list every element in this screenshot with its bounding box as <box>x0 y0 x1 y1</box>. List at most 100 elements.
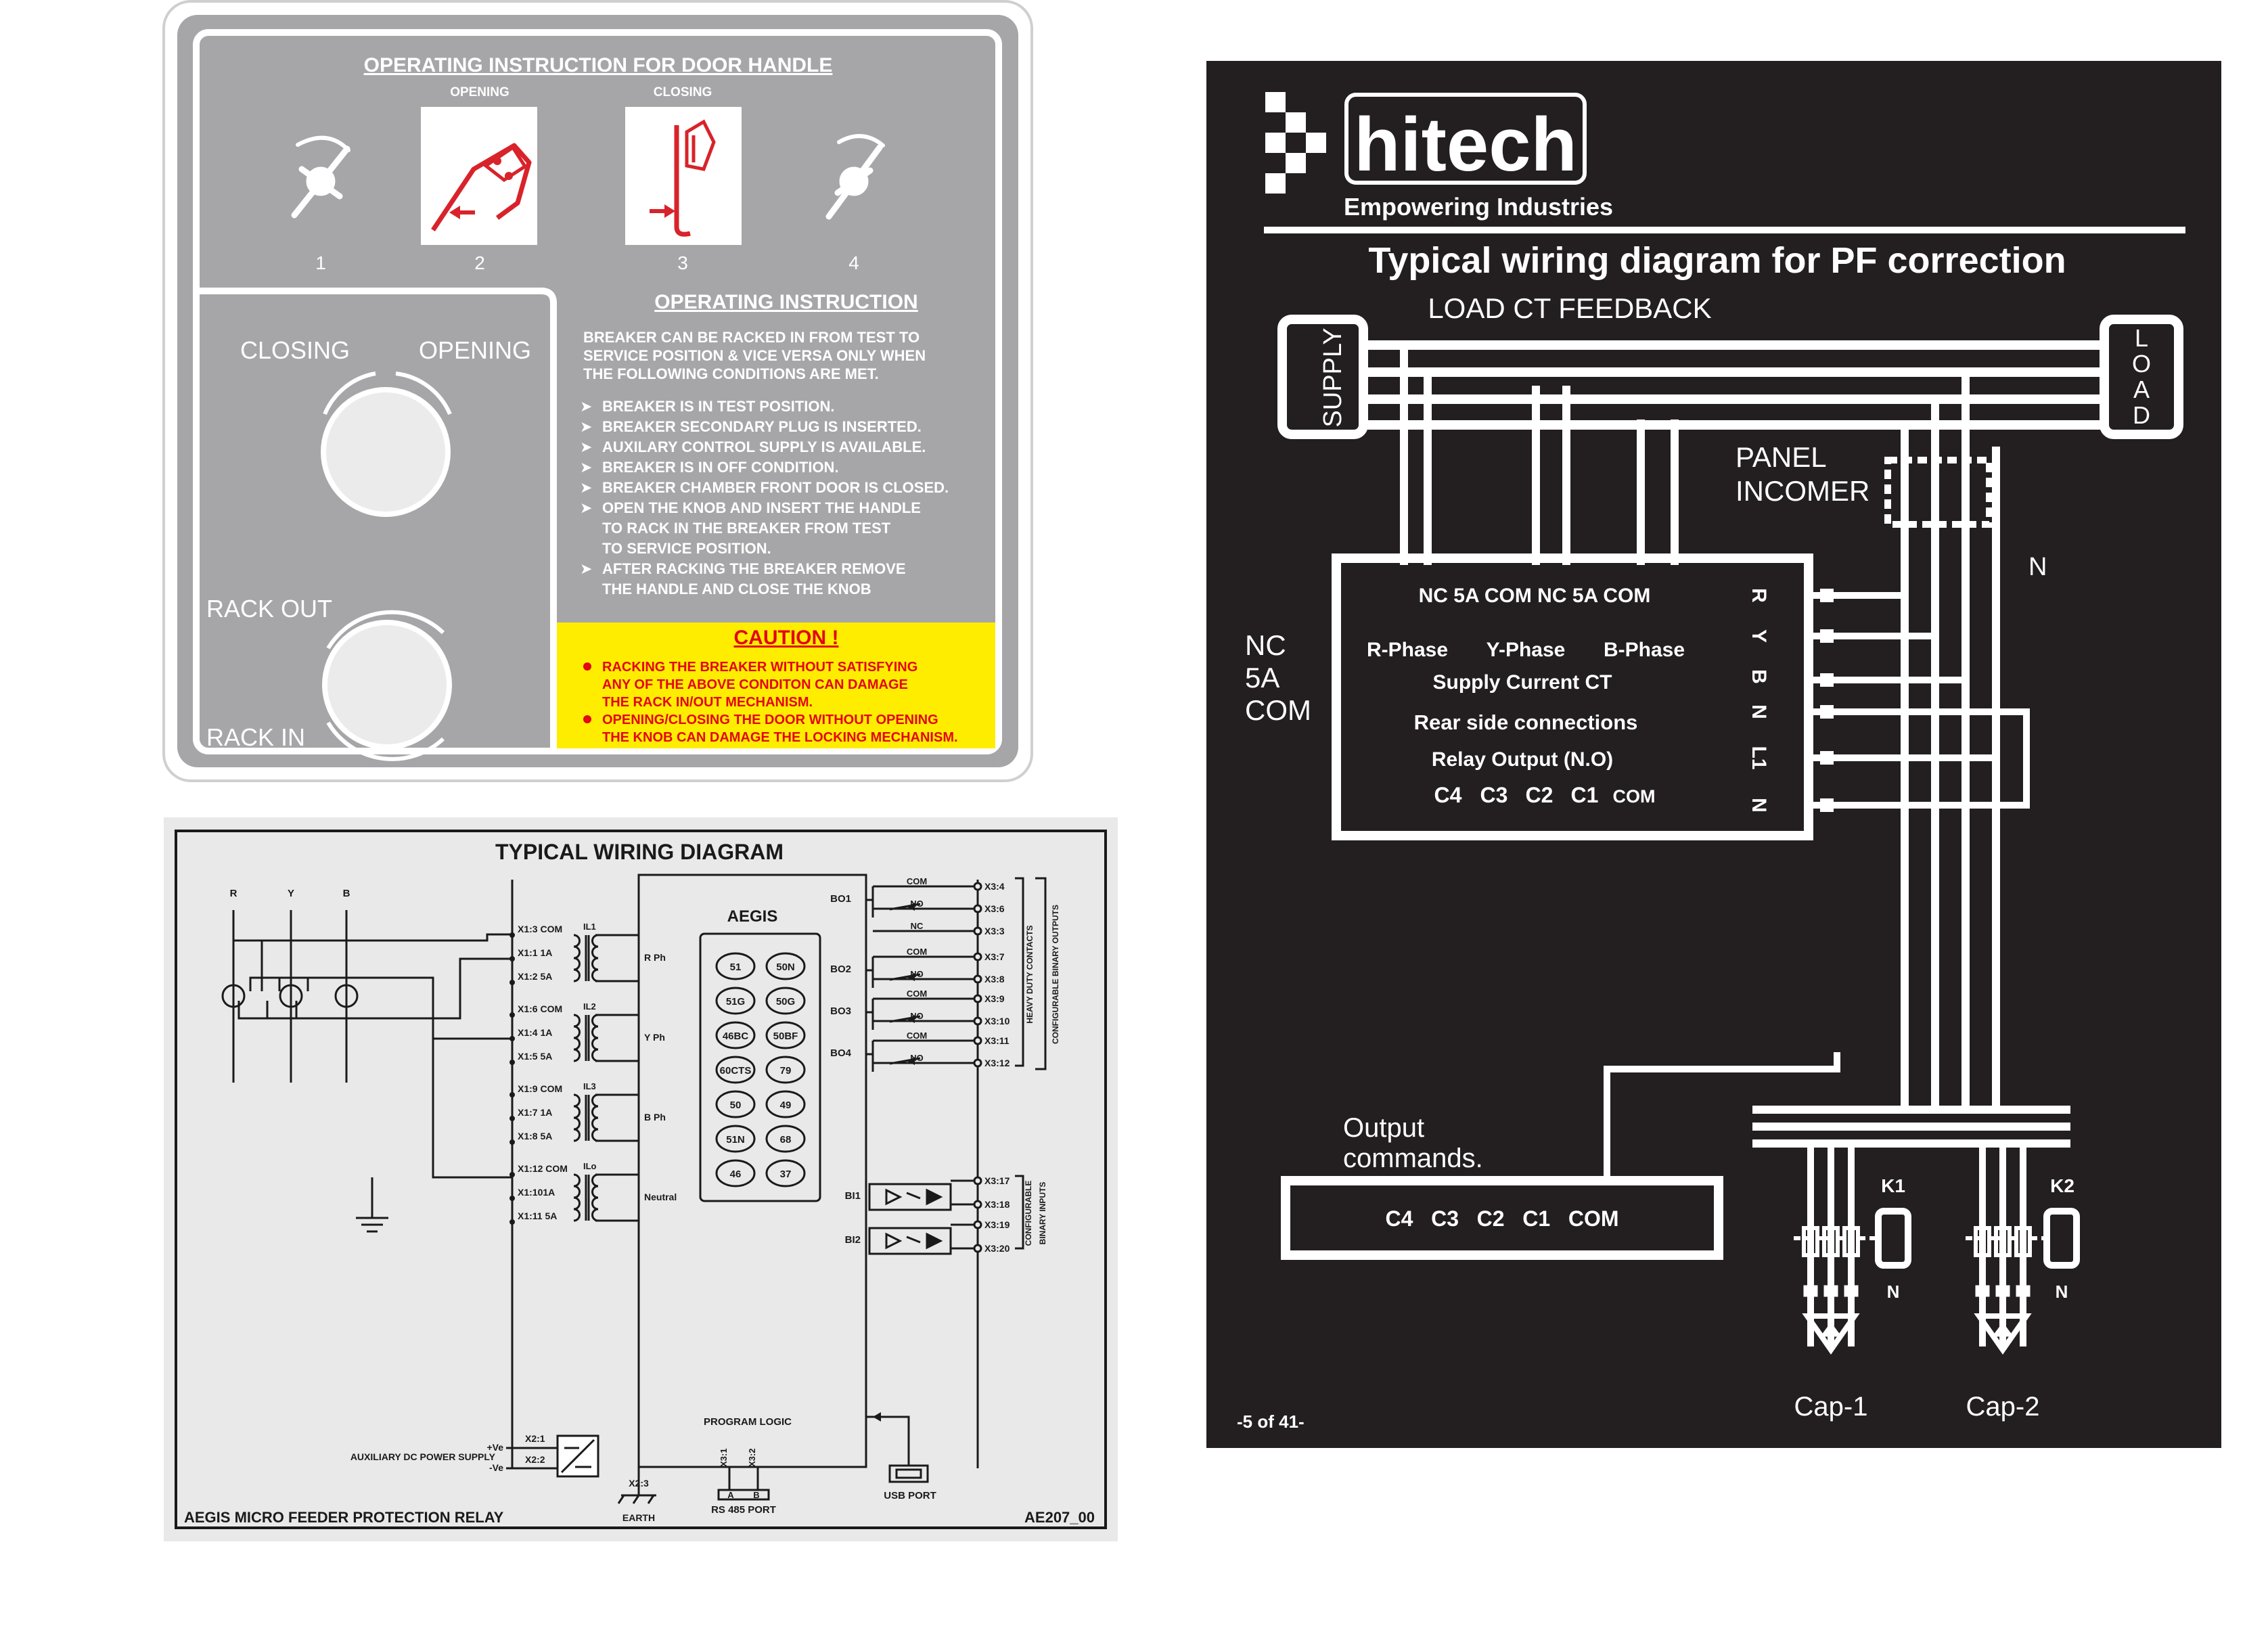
output-name: BO2 <box>830 964 851 975</box>
input-terminal: X3:20 <box>984 1243 1010 1254</box>
ct-wiring <box>232 933 512 1233</box>
y-phase: Y-Phase <box>1487 639 1566 661</box>
condition-line: TO RACK IN THE BREAKER FROM TEST <box>602 520 891 537</box>
neutral-label: N <box>2028 553 2047 581</box>
step-number: 1 <box>315 252 326 273</box>
optocoupler-icon <box>868 1183 952 1211</box>
rear-side-label: Rear side connections <box>1414 710 1638 734</box>
relay-terminal: C3 <box>1480 783 1508 807</box>
x2-1-label: X2:1 <box>525 1433 545 1444</box>
output-commands-line2: commands. <box>1343 1144 1483 1173</box>
instruction-intro: BREAKER CAN BE RACKED IN FROM TEST TOSER… <box>583 329 926 382</box>
supply-terminal: L1 <box>1748 746 1770 769</box>
function-badge <box>765 1056 806 1084</box>
relay-output-label: Relay Output (N.O) <box>1432 748 1613 771</box>
hitech-brand: hitech <box>1354 102 1577 187</box>
intro-line: SERVICE POSITION & VICE VERSA ONLY WHEN <box>583 347 926 364</box>
program-logic-label: PROGRAM LOGIC <box>704 1416 792 1428</box>
caution-title: CAUTION ! <box>734 627 839 649</box>
supply-terminal: R <box>1748 588 1770 603</box>
input-note-binary: BINARY INPUTS <box>1038 1182 1047 1245</box>
supply-terminal: N <box>1748 704 1770 719</box>
neutral-label: N <box>1887 1282 1900 1302</box>
ct-coil-icon <box>573 1014 639 1062</box>
aegis-footer-right: AE207_00 <box>1024 1509 1095 1526</box>
condition-bullet-icon: ➤ <box>580 418 592 435</box>
ct-terminal: X1:3 COM <box>518 924 562 934</box>
supply-ct-wiring <box>1400 345 1679 565</box>
terminal-connector-icon <box>1820 589 1834 602</box>
input-terminal: X3:17 <box>984 1175 1010 1186</box>
x2-3-label: X2:3 <box>629 1478 649 1489</box>
instruction-title: OPERATING INSTRUCTION <box>654 291 917 313</box>
function-badge <box>715 1021 756 1049</box>
step-opening-label: OPENING <box>450 85 509 99</box>
phase-label: B <box>343 888 350 899</box>
aux-power-supply <box>506 1434 599 1478</box>
pin-a: A <box>727 1490 734 1500</box>
panel-label: PANEL <box>1736 441 1827 473</box>
aegis-footer-left: AEGIS MICRO FEEDER PROTECTION RELAY <box>184 1509 504 1526</box>
terminal-dot <box>973 952 982 961</box>
function-code: 51N <box>726 1134 745 1146</box>
terminal-dot <box>509 1139 515 1145</box>
ct-terminal: X1:5 5A <box>518 1051 552 1062</box>
rack-in-out-knob-icon <box>322 610 452 761</box>
ct-name: IL3 <box>583 1081 596 1091</box>
instruction-conditions: ➤BREAKER IS IN TEST POSITION.➤BREAKER SE… <box>580 398 949 597</box>
usb-port-label: USB PORT <box>884 1490 936 1501</box>
load-letter: O <box>2132 350 2151 378</box>
nc-label: NC <box>1245 629 1286 661</box>
phase-label: Y <box>288 888 294 899</box>
ct-terminal: X1:4 1A <box>518 1027 552 1038</box>
function-badge <box>765 952 806 980</box>
terminal-dot <box>973 1200 982 1209</box>
condition-bullet-icon: ➤ <box>580 499 592 516</box>
rs485-label: RS 485 PORT <box>711 1504 776 1516</box>
command-link <box>1604 1052 1840 1181</box>
condition-line: OPEN THE KNOB AND INSERT THE HANDLE <box>602 499 921 516</box>
relay-terminal: C4 <box>1434 783 1462 807</box>
phase-label: R <box>230 888 237 899</box>
contact-label: COM <box>907 947 927 957</box>
terminal-dot <box>973 1244 982 1253</box>
condition-line: BREAKER SECONDARY PLUG IS INSERTED. <box>602 418 922 435</box>
condition-bullet-icon: ➤ <box>580 459 592 476</box>
output-bracket <box>1015 877 1047 1070</box>
relay-name: AEGIS <box>727 907 778 926</box>
rack-in-label: RACK IN <box>206 723 305 751</box>
aux-supply-label: AUXILIARY DC POWER SUPPLY <box>350 1451 496 1462</box>
terminal-dot <box>509 1092 515 1097</box>
terminal-dot <box>509 1196 515 1201</box>
function-badge <box>765 1021 806 1049</box>
relay-terminal: C1 <box>1571 783 1599 807</box>
ct-name: IL1 <box>583 922 596 932</box>
ct-terminal: X1:9 COM <box>518 1083 562 1094</box>
terminal-connector-icon <box>1820 751 1834 765</box>
ct-coil-icon <box>573 1093 639 1142</box>
terminal-connector-icon <box>1820 629 1834 643</box>
terminal-connector-icon <box>1820 798 1834 812</box>
caution-list: RACKING THE BREAKER WITHOUT SATISFYINGAN… <box>583 660 958 745</box>
ct-coil-icon <box>573 934 639 982</box>
terminal-dot <box>509 1036 515 1041</box>
knob-closed-icon <box>291 135 350 219</box>
condition-line: AFTER RACKING THE BREAKER REMOVE <box>602 560 906 577</box>
ct-terminal: X1:11 5A <box>518 1210 557 1221</box>
caution-line: THE RACK IN/OUT MECHANISM. <box>602 695 813 710</box>
function-code: 50BF <box>773 1031 798 1042</box>
optocoupler-icon <box>868 1227 952 1255</box>
terminal-dot <box>973 1036 982 1045</box>
supply-terminal: N <box>1748 798 1770 813</box>
caution-line: ANY OF THE ABOVE CONDITON CAN DAMAGE <box>602 677 908 692</box>
ct-name: IL2 <box>583 1001 596 1012</box>
output-name: BO4 <box>830 1047 852 1059</box>
input-name: BI1 <box>845 1190 861 1202</box>
function-code: 49 <box>780 1100 792 1111</box>
hitech-tagline: Empowering Industries <box>1344 193 1613 221</box>
function-code: 60CTS <box>720 1065 752 1077</box>
